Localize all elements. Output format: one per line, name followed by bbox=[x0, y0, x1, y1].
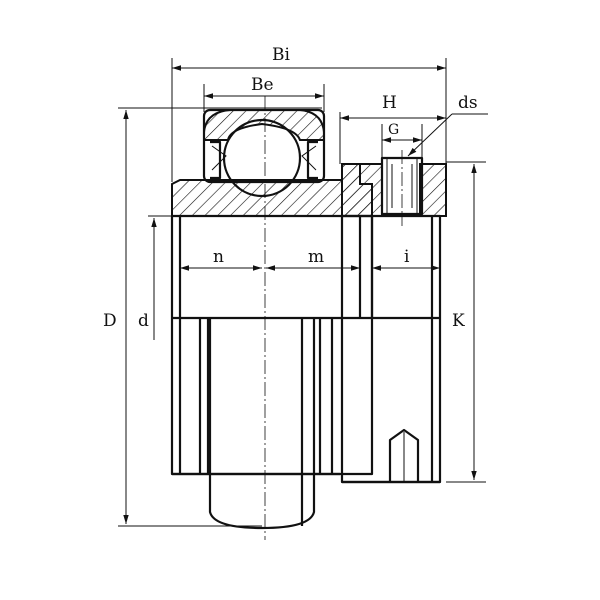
collar-body bbox=[340, 214, 442, 484]
label-i: i bbox=[404, 247, 410, 267]
inner-ring-section bbox=[171, 163, 447, 217]
seal-right bbox=[301, 140, 318, 180]
label-G: G bbox=[388, 122, 399, 138]
label-ds: ds bbox=[458, 93, 478, 113]
label-d: d bbox=[138, 311, 149, 331]
extension-lines bbox=[118, 58, 486, 527]
label-n: n bbox=[213, 247, 224, 267]
label-H: H bbox=[382, 93, 397, 113]
inner-ring-body bbox=[170, 214, 440, 476]
label-Bi: Bi bbox=[272, 45, 290, 65]
label-Be: Be bbox=[251, 75, 274, 95]
shaft bbox=[208, 318, 334, 530]
label-m: m bbox=[308, 247, 324, 267]
seal-left bbox=[210, 140, 227, 180]
label-K: K bbox=[452, 311, 465, 331]
label-D: D bbox=[103, 311, 117, 331]
dimension-lines bbox=[123, 65, 488, 524]
